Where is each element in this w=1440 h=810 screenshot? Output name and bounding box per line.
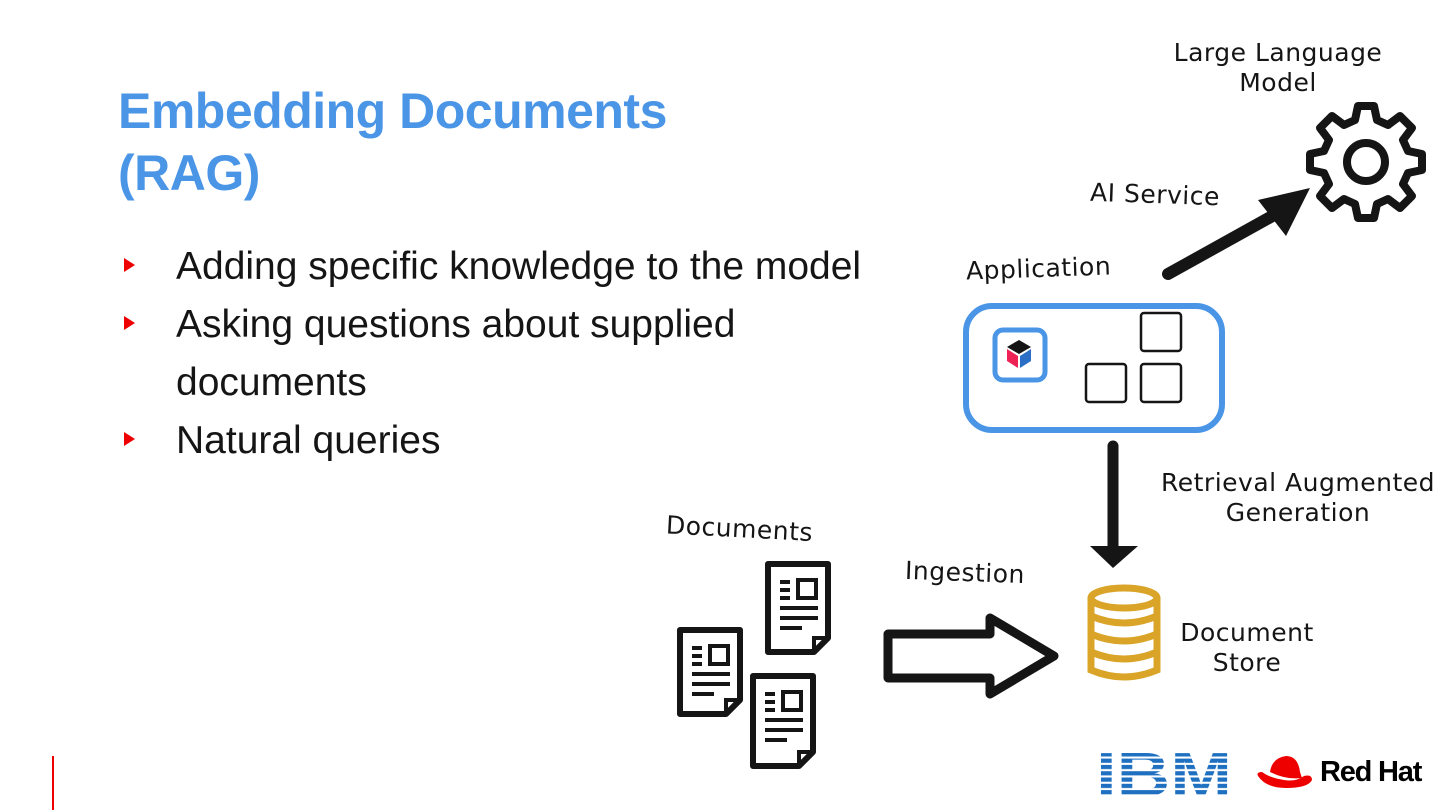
document-store-label-line1: Document [1180,618,1314,647]
bullet-text: Natural queries [176,419,441,462]
rag-arrow-icon [1090,440,1138,568]
rag-label-line1: Retrieval Augmented [1161,468,1435,497]
app-module-box [1139,311,1183,353]
ibm-logo: IBM [1096,746,1232,802]
slide-title: Embedding Documents (RAG) [118,80,667,204]
slide-title-line2: (RAG) [118,145,260,201]
bullet-text: Adding specific knowledge to the model [176,245,862,288]
ingestion-label: Ingestion [904,555,1026,590]
document-icon [765,561,831,655]
bullet-item: Natural queries [120,412,936,470]
app-module-box [1139,362,1183,404]
llm-label-line1: Large Language [1173,38,1383,67]
llm-label: Large Language Model [1168,38,1388,98]
bullet-marker-icon [124,316,135,330]
document-store-label-line2: Store [1212,648,1282,677]
redhat-logo [1257,756,1312,788]
bullet-marker-icon [124,258,135,272]
app-module-box [1084,362,1128,404]
bullet-list: Adding specific knowledge to the model A… [120,238,936,470]
footer-accent-line [52,756,54,810]
ibm-logo-text: IBM [1096,746,1232,802]
slide-title-line1: Embedding Documents [118,83,667,139]
llm-label-line2: Model [1239,68,1317,97]
app-logo-icon [992,327,1048,383]
rag-label-line2: Generation [1225,498,1371,527]
application-box [963,303,1225,433]
bullet-text: Asking questions about supplied document… [176,303,736,404]
application-label: Application [965,251,1112,286]
document-icon [677,627,743,717]
document-icon [750,673,816,769]
ai-service-label: AI Service [1089,177,1221,212]
gear-icon [1306,102,1426,222]
ingestion-arrow-icon [883,613,1059,699]
bullet-item: Adding specific knowledge to the model [120,238,936,296]
rag-label: Retrieval Augmented Generation [1158,468,1438,528]
bullet-marker-icon [124,432,135,446]
redhat-logo-text: Red Hat [1320,756,1422,788]
database-icon [1087,584,1161,681]
bullet-item: Asking questions about supplied document… [120,296,816,412]
document-store-label: Document Store [1180,618,1314,678]
ai-service-arrow-icon [1162,188,1310,280]
